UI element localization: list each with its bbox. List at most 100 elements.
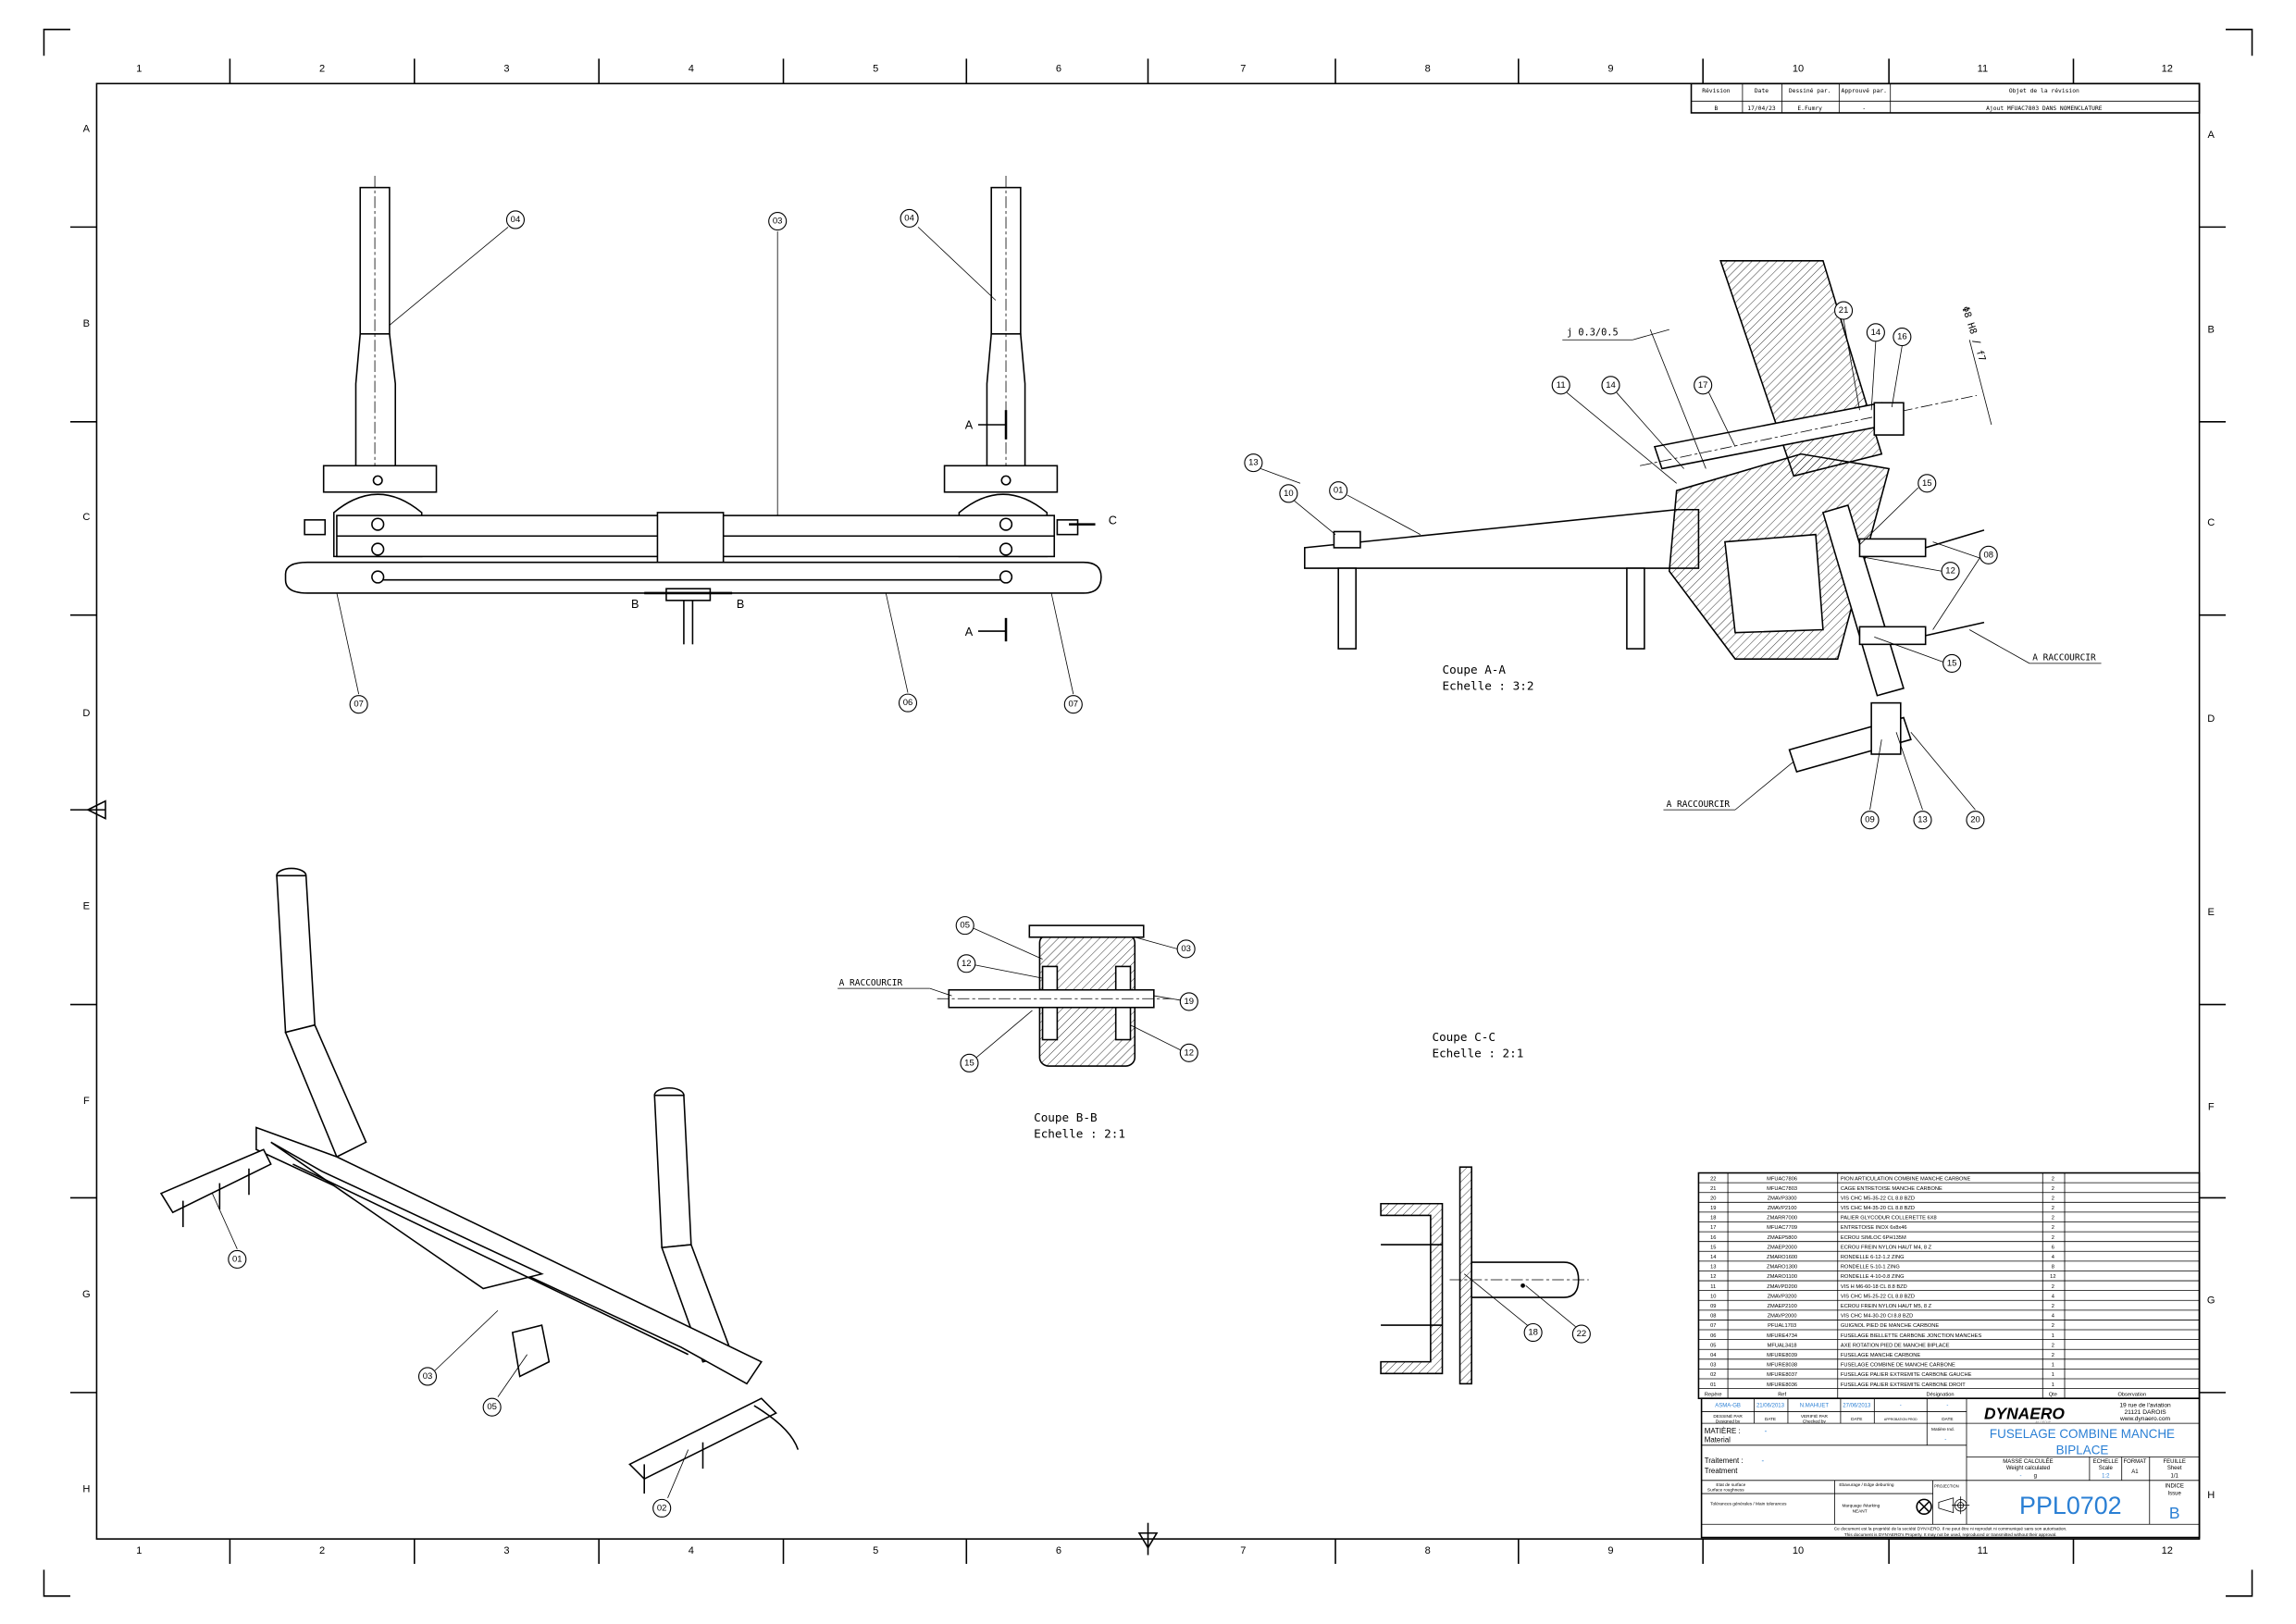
bom-cell: VIS CHC M4-35-20 CL 8.8 BZD [1841,1206,1915,1211]
address-line: 19 rue de l'aviation [2119,1403,2171,1409]
svg-text:15: 15 [1922,478,1932,489]
address-line: 21121 DAROIS [2124,1409,2166,1416]
view-scale: Echelle : 2:1 [1432,1047,1523,1060]
view-title: Coupe C-C [1432,1030,1496,1044]
bom-cell: 4 [2052,1314,2054,1320]
section-mark-a: A [965,626,974,638]
column-label: 6 [1056,1545,1061,1556]
label: Scale [2099,1466,2114,1471]
bom-cell: ZMARO1600 [1767,1255,1797,1260]
bom-cell: FUSELAGE BIELLETTE CARBONE JONCTION MANC… [1841,1333,1982,1339]
bom-cell: 03 [1710,1363,1716,1369]
bom-cell: RONDELLE 5-10-1 ZING [1841,1265,1900,1271]
bom-cell: 2 [2052,1343,2054,1348]
company-logo: DYNAERO AK GROUP [1984,1404,2065,1424]
fit-annotation: Φ8 H8 / f7 [1959,305,1988,363]
bom-cell: ZMAVP2000 [1768,1314,1797,1320]
scale: 1:2 [2102,1474,2110,1480]
label: ECHELLE [2093,1459,2118,1465]
column-label: 12 [2162,64,2173,75]
svg-text:15: 15 [1947,658,1957,668]
label: Surface roughness [1707,1488,1744,1494]
bom-cell: 16 [1710,1235,1716,1241]
row-label: A [83,124,91,135]
bom-cell: ZMARR7000 [1767,1216,1797,1221]
bom-cell: ZMARO1300 [1767,1265,1797,1271]
label: FEUILLE [2164,1459,2186,1465]
svg-text:03: 03 [1181,944,1191,954]
svg-text:14: 14 [1871,328,1881,338]
checked-date: 27/06/2013 [1843,1404,1871,1409]
designed-date: 21/06/2013 [1756,1404,1785,1409]
bom-cell: 1 [2052,1363,2054,1369]
label: MATIÈRE : [1705,1427,1741,1435]
label: Marquage /Marking [1842,1503,1880,1508]
bom-cell: ECROU FREIN NYLON HAUT M4, 8 Z [1841,1245,1932,1250]
column-label: 11 [1978,1545,1988,1556]
svg-text:18: 18 [1528,1327,1538,1337]
column-label: 7 [1240,64,1246,75]
label: Etat de surface [1716,1482,1745,1488]
row-label: H [2207,1490,2215,1501]
column-label: 6 [1056,64,1061,75]
column-label: 9 [1607,64,1613,75]
label: DESSINÉ PAR [1713,1413,1743,1419]
row-label: G [82,1289,91,1300]
column-label: 10 [1793,64,1804,75]
svg-text:20: 20 [1970,815,1980,825]
row-label: F [83,1096,90,1107]
revision-cell: B [1715,105,1719,112]
shorten-note: A RACCOURCIR [2032,653,2096,663]
bom-header-cell: Ref [1778,1392,1786,1397]
bom-cell: ZMAVP3200 [1768,1294,1797,1299]
row-label: E [2208,907,2215,918]
svg-text:07: 07 [1069,700,1079,710]
svg-text:13: 13 [1248,458,1259,468]
svg-text:21: 21 [1839,305,1849,316]
row-label: F [2208,1101,2215,1112]
svg-text:DYNAERO: DYNAERO [1984,1404,2065,1422]
bom-cell: 17 [1710,1225,1716,1231]
label: FORMAT [2124,1459,2147,1465]
material-ind: - [1944,1436,1946,1443]
svg-text:04: 04 [904,213,914,223]
bom-cell: ECROU SIMLOC 6PH135M [1841,1235,1906,1241]
bom-cell: 07 [1710,1323,1716,1329]
bom-header-cell: Désignation [1926,1392,1954,1397]
property-notice: This document is DYN'AERO's Property. It… [1844,1532,2057,1538]
bom-cell: 19 [1710,1206,1716,1211]
label: APPROBATION PROD [1884,1418,1917,1421]
label: Matière Ind. [1931,1427,1955,1432]
title-block: ASMA-GB 21/06/2013 N.MAHUET 27/06/2013 -… [1700,1397,2201,1539]
bom-cell: FUSELAGE PALIER EXTREMITE CARBONE DROIT [1841,1382,1966,1388]
section-a-a: j 0.3/0.5 Φ8 H8 / f7 A RACCOURCIR A RACC… [1244,259,2102,830]
svg-text:06: 06 [903,698,913,708]
bom-header-cell: Qte [2049,1392,2057,1397]
label: Treatment [1705,1467,1739,1475]
bom-cell: MFURE8037 [1767,1372,1797,1378]
svg-text:17: 17 [1698,380,1708,391]
view-scale: Echelle : 2:1 [1034,1127,1125,1141]
bom-cell: MFURE8039 [1767,1353,1797,1358]
column-label: 3 [503,1545,509,1556]
row-label: C [82,512,90,523]
bom-cell: 2 [2052,1304,2054,1309]
label: VERIFIÉ PAR [1801,1413,1829,1419]
bom-cell: 12 [1710,1274,1716,1280]
column-label: 1 [136,64,142,75]
svg-text:05: 05 [487,1402,497,1412]
bom-cell: 8 [2052,1265,2054,1271]
column-label: 2 [319,64,325,75]
label: DATE [1765,1417,1776,1422]
row-label: D [82,708,90,719]
label: MASSE CALCULÉE [2003,1458,2053,1465]
bom-cell: 2 [2052,1225,2054,1231]
